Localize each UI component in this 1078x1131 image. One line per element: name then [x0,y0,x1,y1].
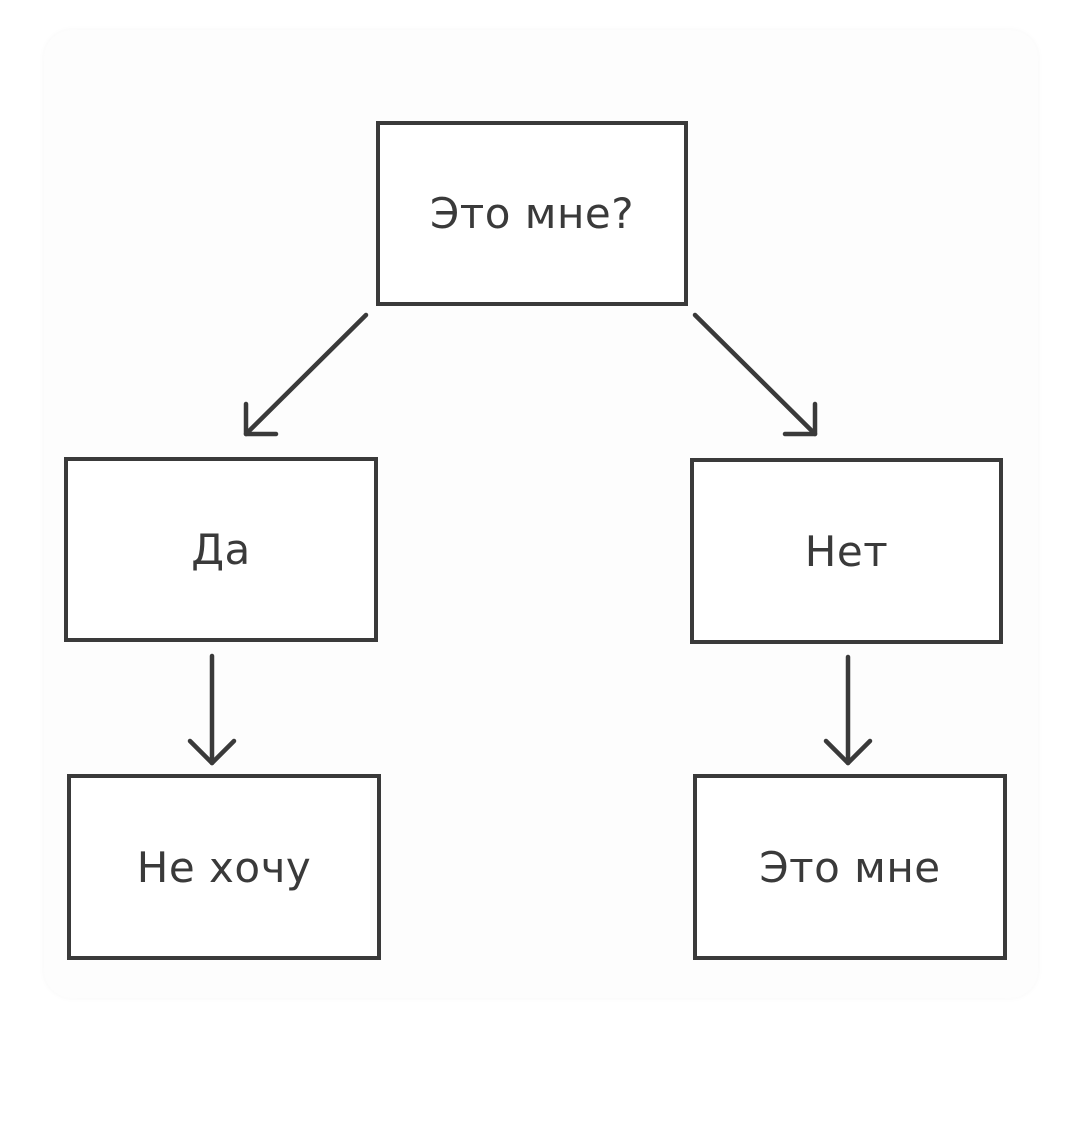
arrowhead-icon [823,738,873,766]
node-yes-result: Не хочу [67,774,381,960]
node-yes: Да [64,457,378,642]
arrowhead-icon [187,738,237,766]
node-label: Нет [804,526,889,576]
node-label: Это мне? [429,189,635,238]
edge-line [243,312,369,437]
node-root-question: Это мне? [376,121,688,306]
edge-no-to-result [823,654,873,766]
edge-line [692,312,818,437]
arrowhead-icon [782,401,818,437]
node-label: Это мне [759,842,941,892]
node-no-result: Это мне [693,774,1007,960]
edge-root-to-no [692,312,818,437]
node-label: Да [191,525,251,574]
edge-root-to-yes [243,312,369,437]
arrowhead-icon [243,401,279,437]
edge-yes-to-result [187,653,237,766]
node-label: Не хочу [136,842,312,892]
node-no: Нет [690,458,1003,644]
